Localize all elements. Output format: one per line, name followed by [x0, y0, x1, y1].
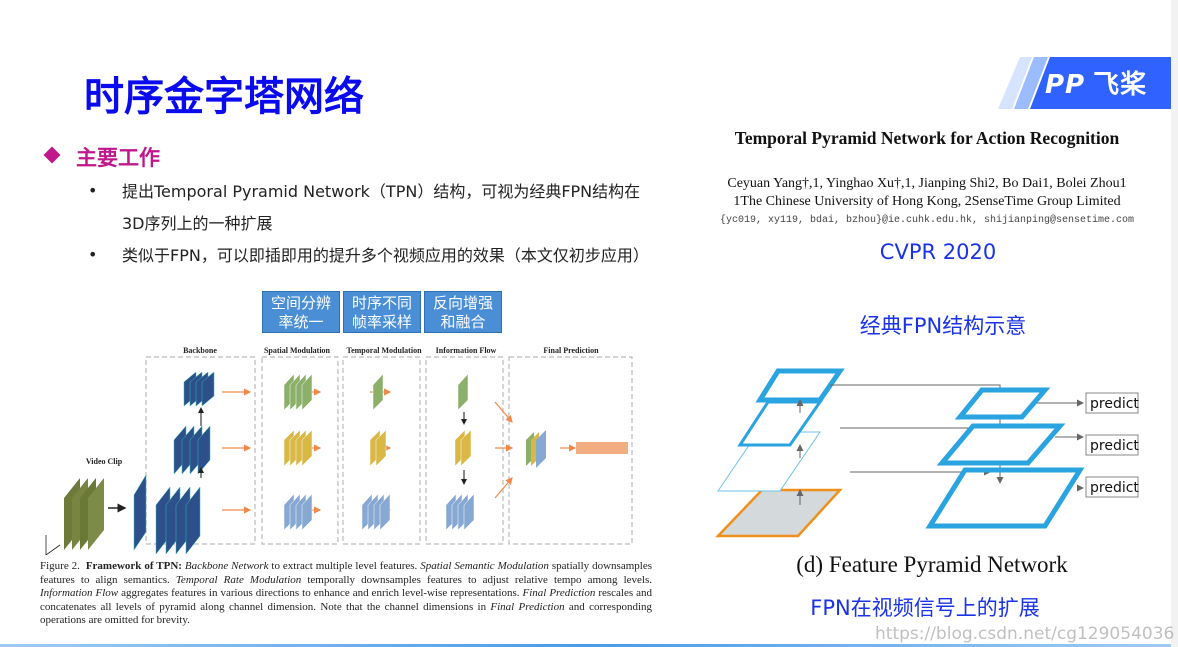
paper-affiliations: 1The Chinese University of Hong Kong, 2S…	[733, 194, 1121, 209]
watermark: https://blog.csdn.net/cg129054036	[875, 624, 1175, 644]
predict-label: predict	[1090, 438, 1139, 454]
tpn-diagram: Backbone Spatial Modulation Temporal Mod…	[45, 346, 633, 555]
bullet-dot-icon: •	[88, 181, 98, 200]
paper-authors: Ceyuan Yang†,1, Yinghao Xu†,1, Jianping …	[727, 176, 1127, 191]
fpn-heading: 经典FPN结构示意	[859, 314, 1027, 338]
tag-box: 反向增强和融合	[424, 291, 502, 333]
venue-label: CVPR 2020	[879, 240, 997, 264]
video-clip-frames	[64, 478, 104, 550]
tag-box: 时序不同帧率采样	[343, 291, 421, 333]
axes-icon	[45, 535, 61, 555]
prediction-block	[576, 442, 628, 454]
bullet-dot-icon: •	[88, 245, 98, 264]
tag-box: 空间分辨率统一	[262, 291, 340, 333]
stage-label: Spatial Modulation	[264, 346, 331, 355]
paper-title: Temporal Pyramid Network for Action Reco…	[734, 128, 1120, 148]
paddle-logo	[998, 57, 1171, 109]
yellow-features	[283, 429, 472, 467]
bullet-text: 提出Temporal Pyramid Network（TPN）结构，可视为经典F…	[122, 182, 641, 233]
bottom-divider	[0, 644, 1171, 647]
section-title: 主要工作	[76, 146, 160, 170]
stage-label: Temporal Modulation	[346, 346, 422, 355]
predict-label: predict	[1090, 396, 1139, 412]
scrollbar-strip	[1171, 0, 1178, 647]
stage-label: Backbone	[183, 346, 217, 355]
paper-emails: {yc019, xy119, bdai, bzhou}@ie.cuhk.edu.…	[719, 215, 1135, 226]
concat-features	[526, 430, 546, 468]
input-label: Video Clip	[86, 457, 123, 466]
green-features	[283, 373, 469, 411]
slide-title: 时序金字塔网络	[84, 74, 364, 120]
fpn-note: FPN在视频信号上的扩展	[810, 596, 1040, 620]
predict-label: predict	[1090, 480, 1139, 496]
bullet-text: 类似于FPN，可以即插即用的提升多个视频应用的效果（本文仅初步应用）	[122, 246, 649, 265]
fpn-diagram: predict predict predict	[715, 368, 1139, 538]
stage-label: Information Flow	[436, 346, 497, 355]
backbone-features	[133, 371, 215, 555]
diamond-bullet-icon	[43, 146, 61, 164]
blue-features	[283, 493, 475, 531]
input-image	[715, 488, 843, 538]
fpn-caption: (d) Feature Pyramid Network	[796, 552, 1068, 577]
stage-label: Final Prediction	[543, 346, 599, 355]
figure-caption: Figure 2. Framework of TPN: Backbone Net…	[40, 560, 653, 626]
